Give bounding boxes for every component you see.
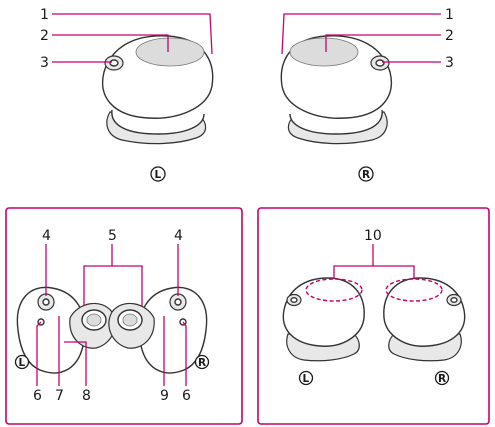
svg-text:L: L (155, 169, 162, 181)
callout-2-left: 2 (40, 28, 49, 44)
callout-9: 9 (160, 388, 169, 404)
antenna-view-side-markers: L R (298, 370, 450, 386)
top-right-callouts: 1 2 3 (281, 7, 454, 71)
antenna-left-earbud (282, 277, 365, 362)
callout-4-right: 4 (174, 228, 183, 244)
inner-right-earbud (108, 286, 208, 374)
callout-10: 10 (364, 228, 382, 244)
svg-text:R: R (198, 357, 206, 369)
callout-2-right: 2 (445, 28, 454, 44)
antenna-view-box (257, 207, 490, 425)
callout-6-left: 6 (33, 388, 42, 404)
top-left-side-marker: L (150, 166, 166, 182)
callout-4-left: 4 (42, 228, 51, 244)
antenna-left-marker (305, 278, 363, 302)
top-left-earbud (102, 35, 214, 145)
callout-7: 7 (55, 388, 64, 404)
callout-8: 8 (82, 388, 91, 404)
antenna-right-earbud (383, 277, 466, 362)
callout-3-right: 3 (445, 55, 454, 71)
svg-text:L: L (303, 373, 310, 385)
inner-left-earbud (16, 286, 116, 374)
svg-text:L: L (19, 357, 26, 369)
callout-5: 5 (108, 228, 117, 244)
top-right-touch-sensor (289, 37, 359, 67)
callout-1-right: 1 (445, 7, 454, 23)
inner-view-callouts: 4 5 4 6 7 8 9 6 (33, 228, 191, 404)
top-left-callouts: 1 2 3 (40, 7, 213, 71)
callout-3-left: 3 (40, 55, 49, 71)
svg-text:R: R (438, 373, 446, 385)
antenna-view-callouts: 10 (333, 228, 415, 279)
top-right-earbud (280, 35, 392, 145)
svg-text:R: R (362, 169, 370, 181)
top-right-side-marker: R (358, 166, 374, 182)
antenna-right-marker (385, 278, 443, 302)
callout-1-left: 1 (40, 7, 49, 23)
callout-6-right: 6 (182, 388, 191, 404)
inner-view-side-markers: L R (14, 354, 210, 370)
top-left-touch-sensor (135, 37, 205, 67)
